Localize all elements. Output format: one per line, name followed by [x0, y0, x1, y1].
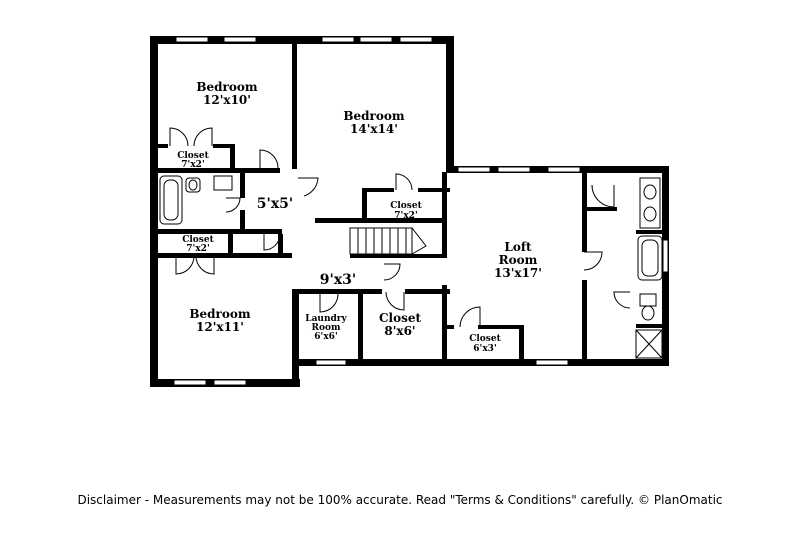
closet1-size: 7'x2' — [181, 160, 204, 170]
loft-name2: Room — [499, 253, 538, 267]
stairs — [349, 227, 427, 255]
bedroom3-size: 12'x11' — [196, 320, 244, 334]
doors — [169, 127, 631, 328]
closet3-name: Closet — [182, 235, 214, 245]
bedroom3-name: Bedroom — [189, 307, 250, 321]
closet5-size: 6'x3' — [473, 344, 496, 354]
bedroom1-name: Bedroom — [196, 80, 257, 94]
loft-size: 13'x17' — [494, 266, 542, 280]
bedroom2-name: Bedroom — [343, 109, 404, 123]
loft-name1: Loft — [504, 240, 532, 254]
laundry-size: 6'x6' — [314, 332, 337, 342]
closet2-name: Closet — [390, 201, 422, 211]
bedroom1-size: 12'x10' — [203, 93, 251, 107]
laundry-name1: Laundry — [305, 314, 347, 324]
closet1-name: Closet — [177, 151, 209, 161]
closet4-name: Closet — [379, 311, 422, 325]
windows — [173, 36, 669, 386]
closet2-size: 7'x2' — [394, 211, 417, 221]
room-labels: Bedroom 12'x10' Bedroom 14'x14' Closet 7… — [177, 80, 542, 354]
closet3-size: 7'x2' — [186, 244, 209, 254]
closet4-size: 8'x6' — [384, 324, 415, 338]
interior-walls — [150, 44, 663, 365]
closet5-name: Closet — [469, 334, 501, 344]
hall1-size: 5'x5' — [257, 196, 293, 212]
fixtures — [159, 175, 663, 359]
disclaimer-text: Disclaimer - Measurements may not be 100… — [77, 493, 723, 507]
laundry-name2: Room — [311, 323, 340, 333]
bedroom2-size: 14'x14' — [350, 122, 398, 136]
hall2-size: 9'x3' — [320, 272, 356, 288]
